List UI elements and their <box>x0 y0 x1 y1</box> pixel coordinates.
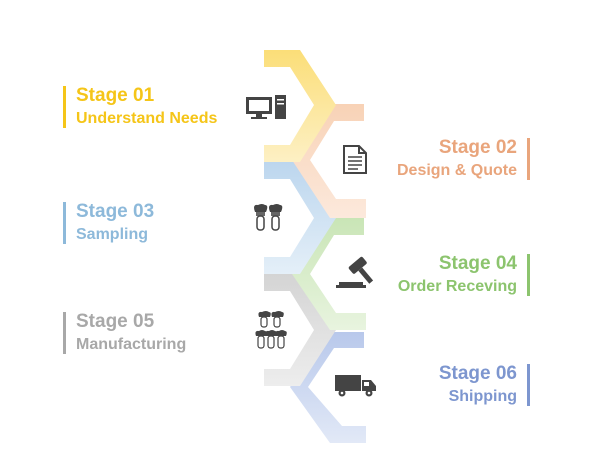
stage6-band <box>290 332 366 443</box>
brush-batch-icon <box>255 311 287 349</box>
gavel-icon <box>336 256 374 288</box>
stage-01-label: Stage 01 Understand Needs <box>63 84 218 129</box>
stage-02-label: Stage 02 Design & Quote <box>396 136 530 181</box>
stage-05-marker <box>63 312 66 354</box>
stage5-band <box>264 274 336 386</box>
truck-icon <box>335 375 376 397</box>
stage-06-title: Shipping <box>448 388 517 405</box>
stage-04-label: Stage 04 Order Receving <box>397 252 530 297</box>
stage-06-label: Stage 06 Shipping <box>438 362 530 407</box>
stage-01-title: Understand Needs <box>76 110 218 127</box>
stage-04-marker <box>527 254 530 296</box>
stage-04-title: Order Receving <box>397 278 517 295</box>
stage-03-label: Stage 03 Sampling <box>63 200 155 245</box>
stage-03-number: Stage 03 <box>76 201 155 222</box>
stage-03-title: Sampling <box>76 226 149 243</box>
stage4-band <box>292 218 366 330</box>
desktop-computer-icon <box>246 95 286 119</box>
stage-02-marker <box>527 138 530 180</box>
stage-05-number: Stage 05 <box>76 311 155 332</box>
stage-05-label: Stage 05 Manufacturing <box>63 310 187 355</box>
stage-03-marker <box>63 202 66 244</box>
stage-05-title: Manufacturing <box>76 336 187 353</box>
stage-01-marker <box>63 86 66 128</box>
stage1-band <box>264 50 336 162</box>
document-icon <box>343 145 367 174</box>
stage-02-number: Stage 02 <box>438 137 517 158</box>
stage-02-title: Design & Quote <box>396 162 517 179</box>
makeup-brushes-icon <box>254 204 283 231</box>
stage-06-marker <box>527 364 530 406</box>
stage-04-number: Stage 04 <box>438 253 517 274</box>
stage-01-number: Stage 01 <box>76 85 155 106</box>
stage2-band <box>292 104 366 218</box>
stage-06-number: Stage 06 <box>438 363 517 384</box>
